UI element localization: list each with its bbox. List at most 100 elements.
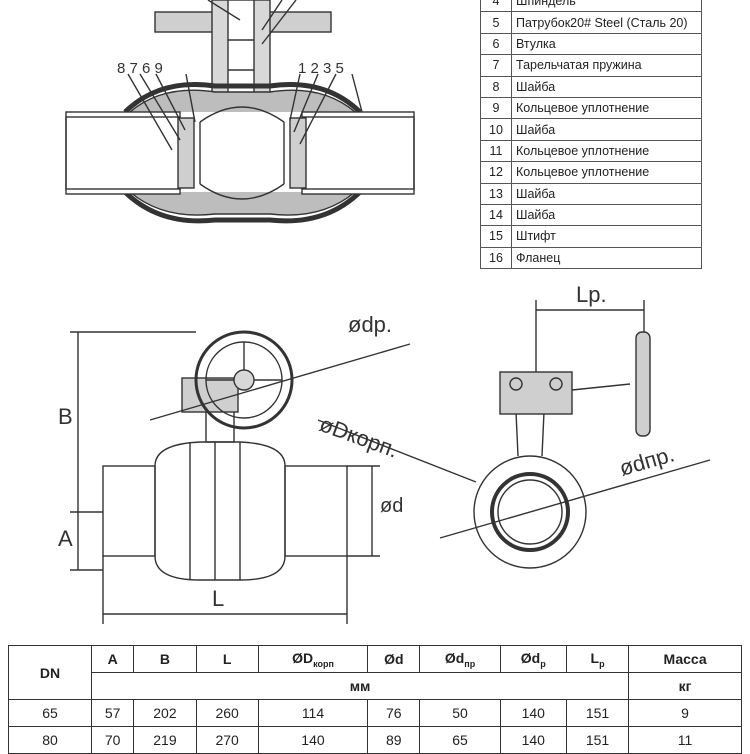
part-name: Шайба <box>511 203 702 227</box>
part-name: Фланец <box>511 246 702 270</box>
dim-B-label: B <box>58 404 73 429</box>
part-number: 6 <box>480 32 512 56</box>
part-number: 16 <box>480 246 512 270</box>
part-number: 15 <box>480 225 512 248</box>
table-cell: 260 <box>195 699 259 727</box>
unit-mm: мм <box>90 672 630 700</box>
mass-header: Масса <box>628 645 742 673</box>
table-cell: 57 <box>90 699 135 727</box>
column-header-sub: р <box>599 658 605 669</box>
valve-front-view: B A L ød ødp. <box>58 312 411 624</box>
column-header: A <box>90 645 135 673</box>
part-number: 14 <box>480 203 512 227</box>
dn-value: 65 <box>8 699 92 727</box>
part-name: Кольцевое уплотнение <box>511 161 702 184</box>
dim-d-label: ød <box>380 495 403 517</box>
valve-side-view: Lp. øDкорп. ødпр. <box>316 282 711 569</box>
column-header-main: A <box>107 651 118 667</box>
table-cell: 114 <box>257 699 369 727</box>
part-number: 7 <box>480 54 512 77</box>
table-cell: 140 <box>257 726 369 754</box>
dim-dp-label: ødp. <box>348 312 392 337</box>
dn-header: DN <box>8 645 92 700</box>
column-header: Ødпр <box>419 645 501 673</box>
section-labels-left: 8 7 6 9 <box>117 60 163 77</box>
column-header-sub: корп <box>313 658 334 669</box>
valve-section-drawing: 8 7 6 9 1 2 3 5 <box>65 0 415 224</box>
section-labels-right: 1 2 3 5 <box>298 60 344 77</box>
dn-value: 80 <box>8 726 92 754</box>
table-cell: 202 <box>133 699 197 727</box>
part-number: 8 <box>480 75 512 98</box>
table-cell: 89 <box>367 726 421 754</box>
part-number: 10 <box>480 118 512 141</box>
column-header-main: ØD <box>292 649 314 666</box>
part-number: 11 <box>480 139 512 163</box>
table-cell: 70 <box>90 726 135 754</box>
column-header: B <box>133 645 197 673</box>
column-header-main: Ød <box>520 649 541 666</box>
table-cell: 50 <box>419 699 501 727</box>
column-header: L <box>195 645 259 673</box>
unit-kg: кг <box>628 672 742 700</box>
column-header: Ød <box>367 645 421 673</box>
part-name: Втулка <box>511 32 702 56</box>
part-name: Тарельчатая пружина <box>511 54 702 77</box>
part-number: 5 <box>480 11 512 34</box>
column-header: Ødр <box>499 645 567 673</box>
mass-value: 9 <box>628 699 742 727</box>
part-name: Кольцевое уплотнение <box>511 96 702 120</box>
column-header-main: L <box>590 649 600 666</box>
dim-Dkorp-label: øDкорп. <box>316 411 401 462</box>
column-header-sub: пр <box>464 658 476 669</box>
part-number: 4 <box>480 0 512 13</box>
dim-Lp-label: Lp. <box>576 282 607 307</box>
part-name: Шайба <box>511 118 702 141</box>
part-name: Патрубок20# Steel (Сталь 20) <box>511 11 702 34</box>
column-header-sub: р <box>540 658 546 669</box>
column-header-main: Ød <box>384 651 404 667</box>
table-cell: 151 <box>565 699 630 727</box>
part-name: Штифт <box>511 225 702 248</box>
mass-value: 11 <box>628 726 742 754</box>
column-header-main: L <box>222 651 232 667</box>
column-header: ØDкорп <box>257 645 369 673</box>
part-name: Шайба <box>511 75 702 98</box>
dim-A-label: A <box>58 526 73 551</box>
column-header-main: B <box>159 651 171 667</box>
part-name: Шпиндель <box>511 0 702 13</box>
table-cell: 140 <box>499 726 567 754</box>
table-cell: 270 <box>195 726 259 754</box>
table-cell: 65 <box>419 726 501 754</box>
table-cell: 76 <box>367 699 421 727</box>
table-cell: 151 <box>565 726 630 754</box>
part-number: 13 <box>480 182 512 205</box>
part-number: 12 <box>480 161 512 184</box>
dim-L-label: L <box>212 586 224 611</box>
table-cell: 219 <box>133 726 197 754</box>
table-cell: 140 <box>499 699 567 727</box>
column-header-main: Ød <box>444 649 465 666</box>
part-number: 9 <box>480 96 512 120</box>
part-name: Шайба <box>511 182 702 205</box>
part-name: Кольцевое уплотнение <box>511 139 702 163</box>
